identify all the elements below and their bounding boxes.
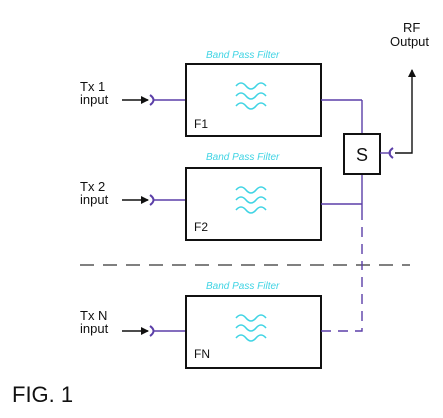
- rf-output-label-line1: RF: [403, 20, 420, 35]
- bandpass-symbol-icon: [235, 314, 267, 342]
- filter-2-id: F2: [194, 220, 208, 234]
- tx1-label: Tx 1: [80, 79, 105, 94]
- txn-label: Tx N: [80, 308, 107, 323]
- filter-n-output-line: [321, 270, 363, 332]
- filter-2-heading: Band Pass Filter: [206, 152, 280, 163]
- filter-1: Tx 1 input Band Pass Filter F1: [80, 50, 362, 137]
- txn-connector-icon: [149, 325, 155, 337]
- rf-output-arrow: [395, 69, 416, 154]
- tx2-connector-icon: [149, 194, 155, 206]
- filter-n-id: FN: [194, 347, 210, 361]
- figure-label: FIG. 1: [12, 382, 73, 407]
- filter-n: Tx N input Band Pass Filter FN: [80, 270, 363, 369]
- switch-box: [343, 133, 381, 175]
- txn-input-label: input: [80, 321, 109, 336]
- tx1-connector-icon: [149, 94, 155, 106]
- filter-n-box: [185, 295, 322, 369]
- filter-1-id: F1: [194, 117, 208, 131]
- tx1-input-label: input: [80, 92, 109, 107]
- filter-1-heading: Band Pass Filter: [206, 50, 280, 61]
- rf-output-label-line2: Output: [390, 34, 429, 49]
- filter-n-heading: Band Pass Filter: [206, 281, 280, 292]
- tx2-input-label: input: [80, 192, 109, 207]
- bandpass-symbol-icon: [235, 82, 267, 110]
- bandpass-symbol-icon: [235, 186, 267, 214]
- switch-label: S: [356, 145, 368, 165]
- filter-2: Tx 2 input Band Pass Filter F2: [80, 152, 362, 241]
- tx2-label: Tx 2: [80, 179, 105, 194]
